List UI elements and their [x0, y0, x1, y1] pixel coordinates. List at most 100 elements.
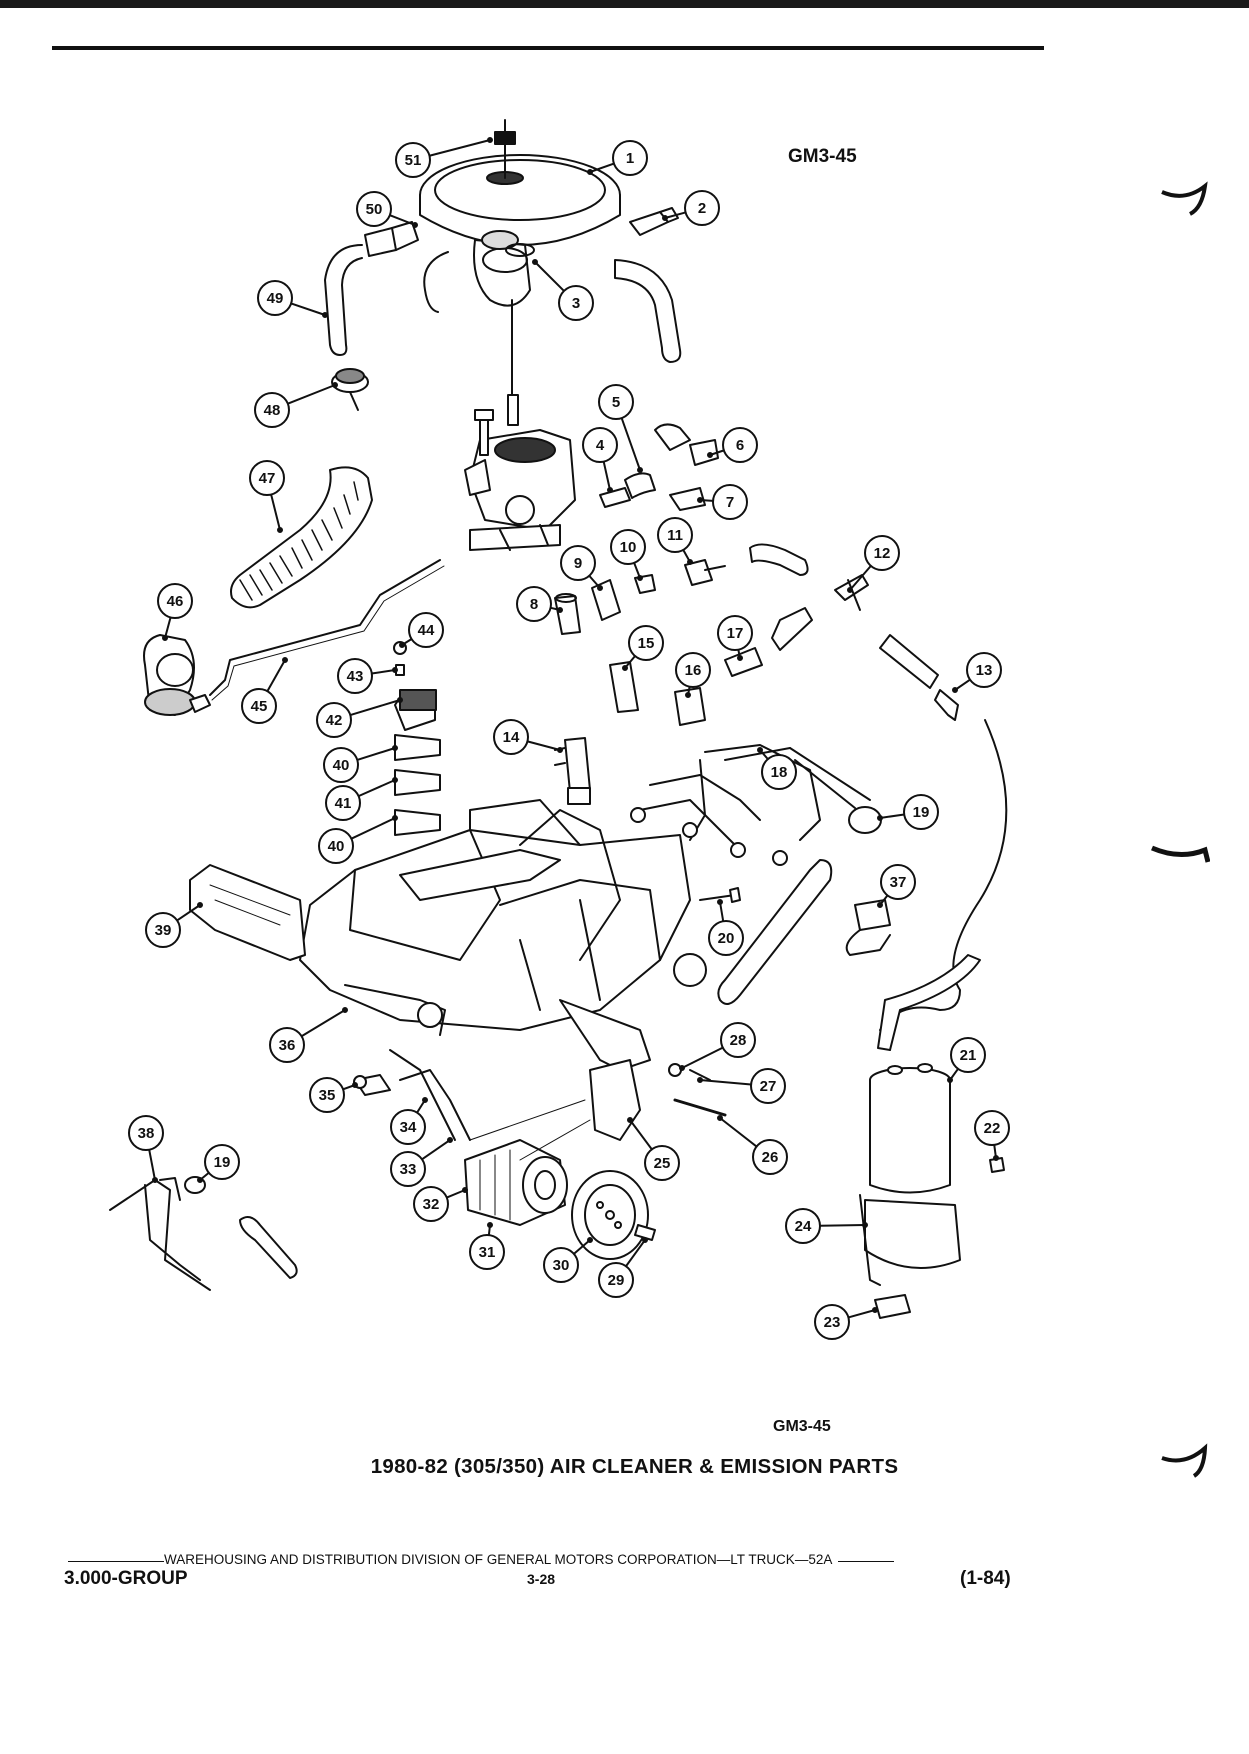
- callout-number: 23: [824, 1314, 841, 1331]
- callout-arrowhead: [952, 687, 958, 693]
- margin-mark-3: [1161, 1443, 1208, 1478]
- callout-number: 39: [155, 922, 172, 939]
- callout-arrowhead: [422, 1097, 428, 1103]
- callout-circle: [337, 658, 373, 694]
- callout-number: 1: [626, 150, 634, 167]
- callout-circle: [880, 864, 916, 900]
- callout-16: 16: [675, 652, 711, 698]
- lower-vacuum-bracket: [109, 1176, 298, 1291]
- callout-35: 35: [309, 1077, 358, 1113]
- callout-arrowhead: [392, 745, 398, 751]
- callout-12: 12: [847, 535, 900, 593]
- callout-circle: [712, 484, 748, 520]
- callout-leader: [358, 779, 396, 798]
- callout-40: 40: [323, 745, 398, 783]
- callout-arrowhead: [597, 585, 603, 591]
- callout-arrowhead: [642, 1237, 648, 1243]
- callout-arrowhead: [332, 382, 338, 388]
- callout-arrowhead: [679, 1065, 685, 1071]
- callout-circle: [413, 1186, 449, 1222]
- callout-arrowhead: [947, 1077, 953, 1083]
- footer-line: WAREHOUSING AND DISTRIBUTION DIVISION OF…: [68, 1552, 1028, 1567]
- vacuum-pipe-assembly: [630, 744, 882, 866]
- callout-arrowhead: [342, 1007, 348, 1013]
- callout-number: 40: [328, 838, 345, 855]
- callout-leader: [629, 1119, 653, 1150]
- callout-arrowhead: [282, 657, 288, 663]
- callout-leader: [176, 904, 201, 922]
- callout-leader: [620, 417, 641, 471]
- callout-circle: [950, 1037, 986, 1073]
- callout-1: 1: [587, 140, 648, 176]
- callout-45: 45: [241, 657, 288, 724]
- wire-connector: [845, 899, 891, 956]
- callout-circle: [761, 754, 797, 790]
- callout-arrowhead: [877, 815, 883, 821]
- callout-number: 47: [259, 470, 276, 487]
- callout-number: 43: [347, 668, 364, 685]
- callout-9: 9: [560, 545, 603, 591]
- callout-number: 40: [333, 757, 350, 774]
- thermac-valve: [143, 634, 211, 716]
- figure-code-top: GM3-45: [788, 146, 857, 167]
- callout-circle: [128, 1115, 164, 1151]
- margin-mark-2: [1151, 845, 1210, 863]
- callout-arrowhead: [847, 587, 853, 593]
- vent-hose: [614, 259, 682, 363]
- callout-number: 14: [503, 729, 520, 746]
- callout-arrowhead: [392, 815, 398, 821]
- pcv-hose: [324, 221, 419, 356]
- callout-arrowhead: [757, 747, 763, 753]
- callout-number: 20: [718, 930, 735, 947]
- callout-leader: [350, 817, 396, 840]
- callout-arrowhead: [152, 1177, 158, 1183]
- callout-number: 44: [418, 622, 435, 639]
- callout-circle: [560, 545, 596, 581]
- callout-49: 49: [257, 280, 328, 318]
- callout-circle: [785, 1208, 821, 1244]
- callout-arrowhead: [587, 169, 593, 175]
- callout-leader: [301, 1009, 346, 1038]
- callout-arrowhead: [685, 692, 691, 698]
- callout-circle: [752, 1139, 788, 1175]
- callout-circle: [717, 615, 753, 651]
- callout-number: 18: [771, 764, 788, 781]
- callout-circle: [390, 1151, 426, 1187]
- callout-17: 17: [717, 615, 753, 661]
- callout-number: 35: [319, 1087, 336, 1104]
- callout-circle: [644, 1145, 680, 1181]
- callout-arrowhead: [197, 1177, 203, 1183]
- callout-circle: [675, 652, 711, 688]
- footer-division-text: WAREHOUSING AND DISTRIBUTION DIVISION OF…: [164, 1552, 833, 1567]
- callout-number: 19: [214, 1154, 231, 1171]
- callout-arrowhead: [557, 747, 563, 753]
- callout-arrowhead: [397, 697, 403, 703]
- callout-47: 47: [249, 460, 285, 533]
- callout-25: 25: [627, 1117, 680, 1181]
- callout-arrowhead: [993, 1155, 999, 1161]
- callout-leader: [287, 384, 336, 405]
- callout-46: 46: [157, 583, 193, 641]
- callout-50: 50: [356, 191, 418, 228]
- callout-leader: [290, 302, 326, 316]
- callout-leader: [699, 1079, 752, 1086]
- vacuum-connectors: [599, 423, 719, 511]
- throttle-body: [464, 394, 576, 551]
- callout-circle: [257, 280, 293, 316]
- callout-circle: [469, 1234, 505, 1270]
- callout-number: 7: [726, 494, 734, 511]
- callout-21: 21: [947, 1037, 986, 1083]
- callout-number: 51: [405, 152, 422, 169]
- callout-22: 22: [974, 1110, 1010, 1161]
- callout-arrowhead: [687, 559, 693, 565]
- callout-number: 11: [667, 527, 683, 544]
- callout-leader: [356, 747, 396, 761]
- callout-13: 13: [952, 652, 1002, 693]
- callout-number: 10: [620, 539, 637, 556]
- callout-23: 23: [814, 1304, 878, 1340]
- callout-circle: [708, 920, 744, 956]
- callout-number: 50: [366, 201, 383, 218]
- canister-hose: [877, 719, 1008, 1051]
- callout-circle: [316, 702, 352, 738]
- air-cleaner-gasket: [505, 243, 535, 257]
